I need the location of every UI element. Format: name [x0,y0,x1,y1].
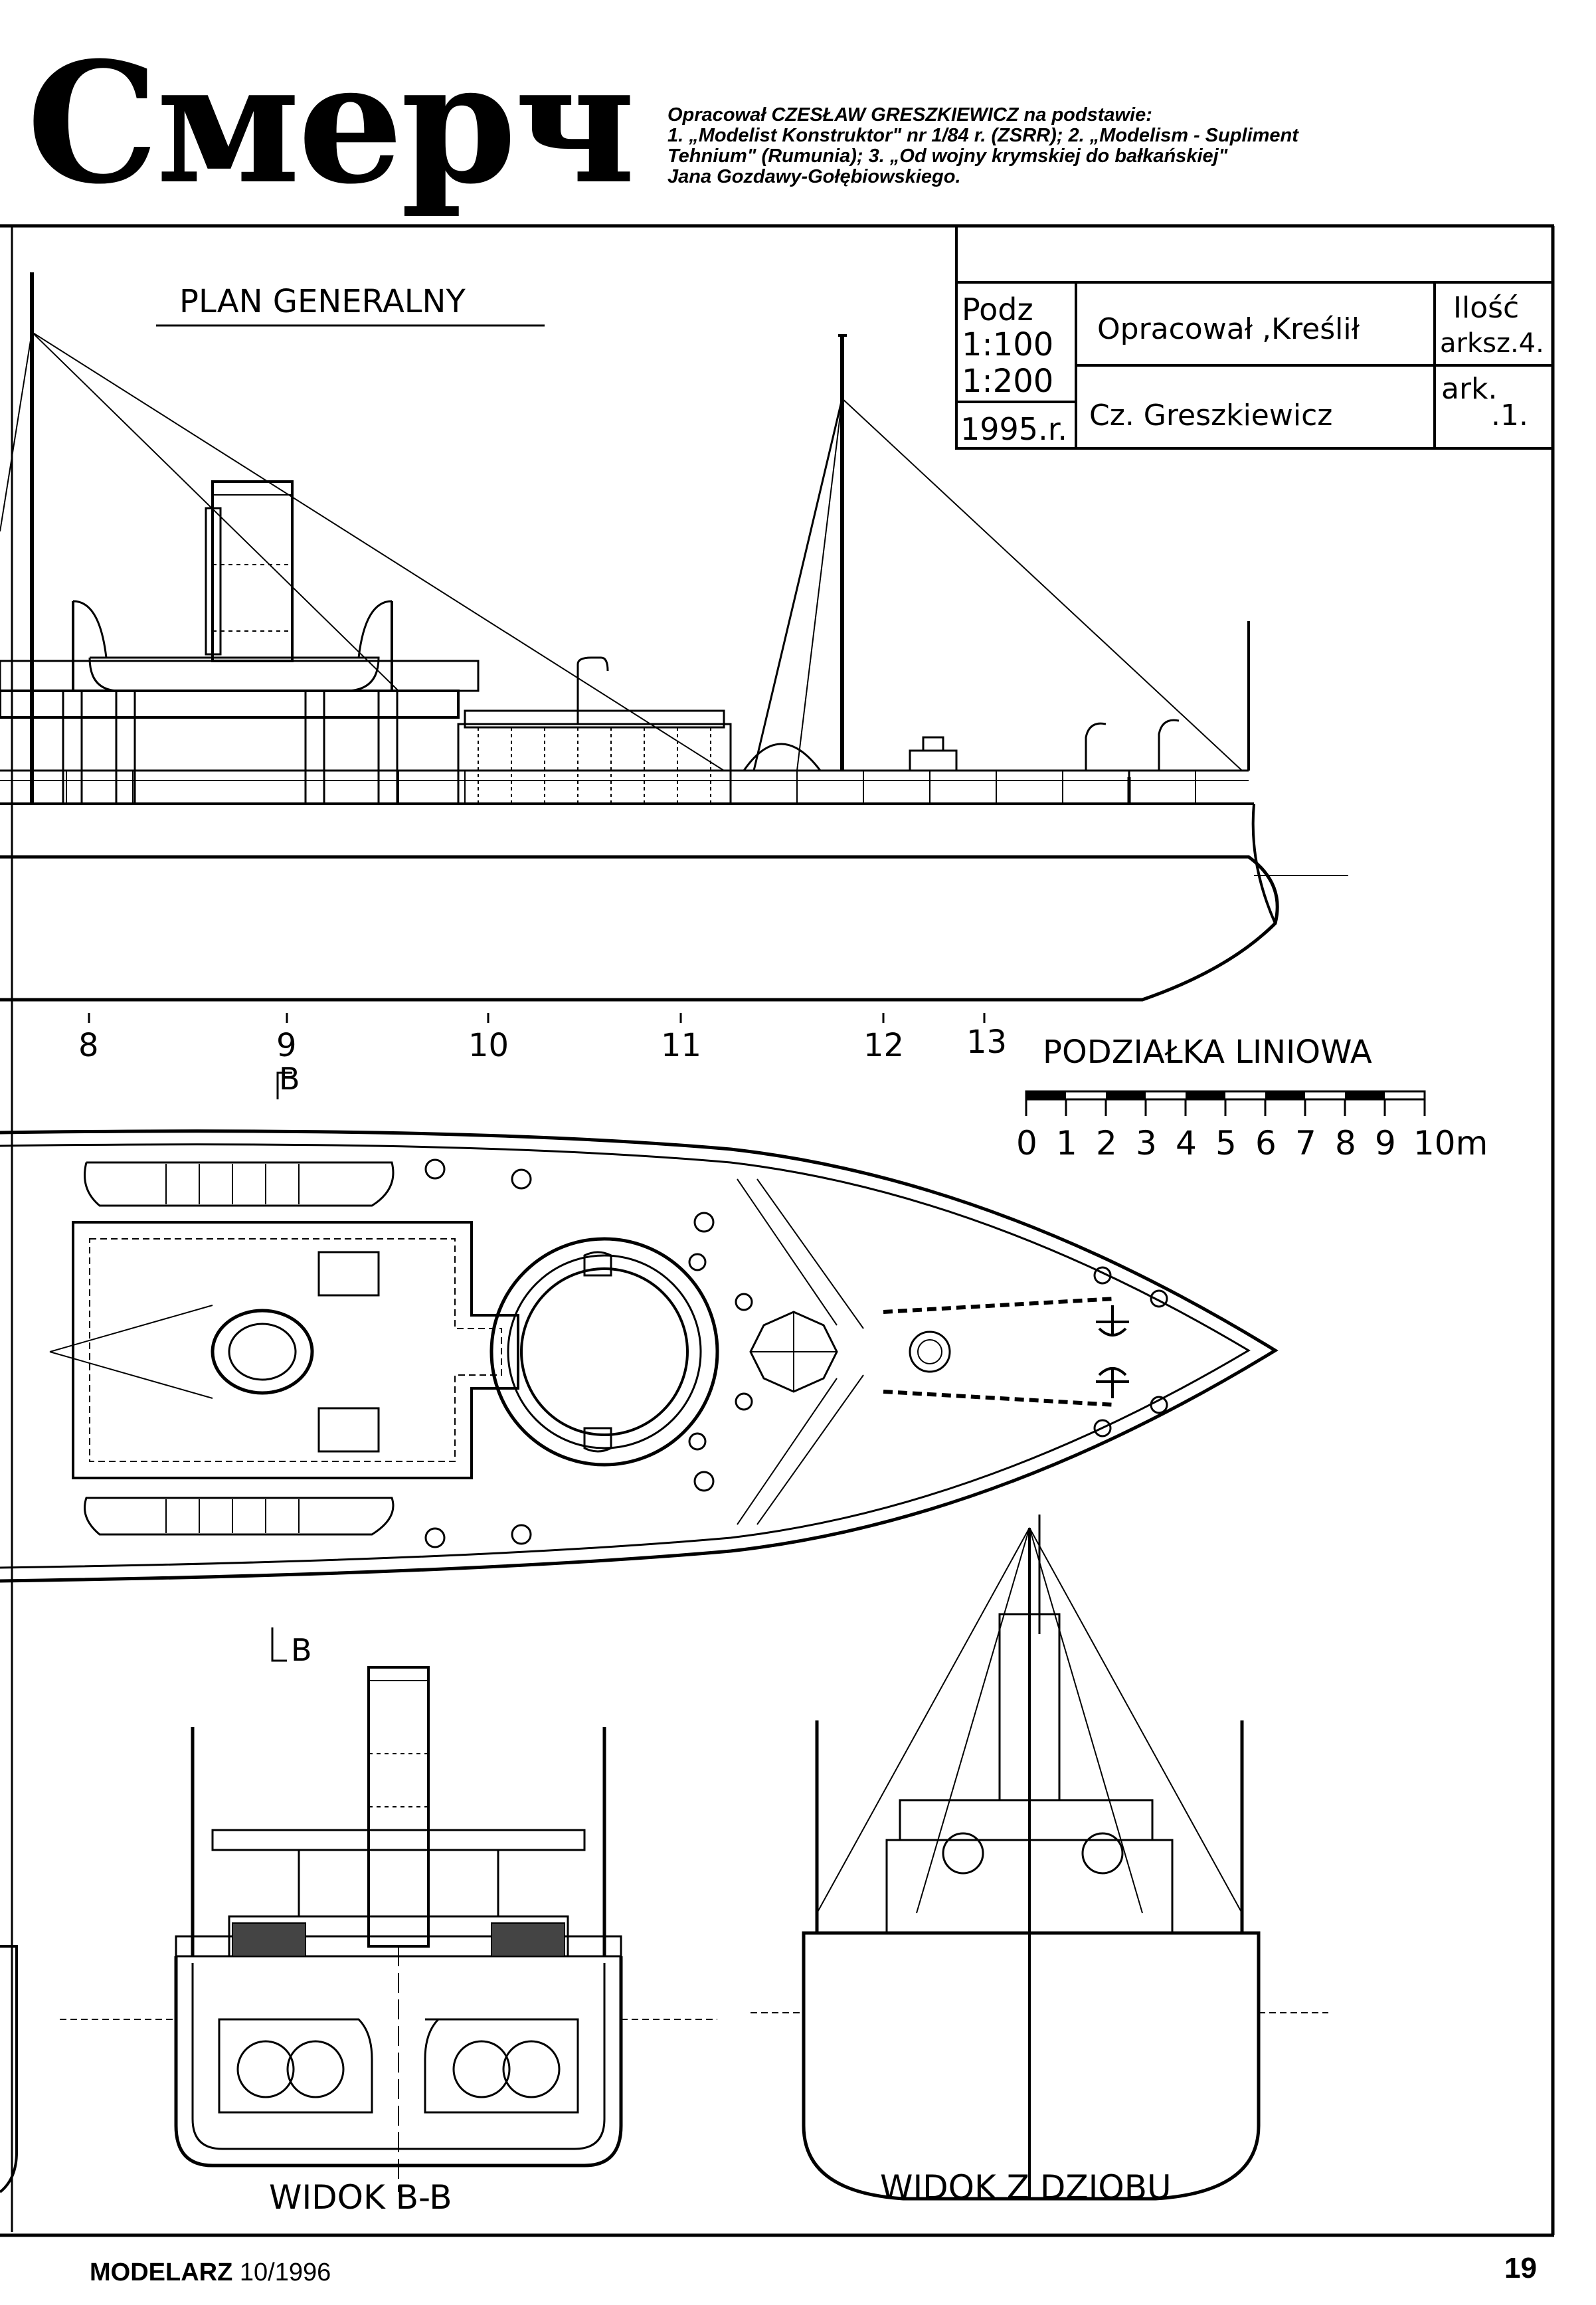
scale-tick-label: 6 [1255,1124,1277,1162]
view-bb-label: WIDOK B-B [269,2178,452,2217]
issue-number: 10/1996 [239,2259,331,2286]
frame-number: 13 [966,1024,1007,1061]
view-bb [60,1666,717,2192]
credits-line: 1. „Modelist Konstruktor" nr 1/84 r. (ZS… [667,125,1298,146]
linear-scale-bar [1025,1090,1426,1116]
drawing-year: 1995.r. [960,411,1067,447]
view-bow-label: WIDOK Z DZIOBU [880,2168,1172,2207]
frame-number: 9 [276,1027,297,1064]
scale-tick-label: 0 [1016,1124,1037,1162]
title-block-text: Podz 1:100 1:200 1995.r. Opracował ,Kreś… [960,291,1544,447]
frame-ticks [88,1013,986,1023]
scale-label: Podz [962,292,1033,327]
scale-tick-label: 8 [1335,1124,1356,1162]
section-mark-upper: B [279,1061,300,1097]
prepared-label: Opracował ,Kreślił [1097,312,1360,346]
scale-tick-label: 1 [1056,1124,1077,1162]
magazine-name: MODELARZ [90,2259,233,2286]
frame-number: 12 [863,1027,904,1064]
sheet-label: ark. [1441,372,1498,406]
scale-tick-label: 10m [1413,1124,1488,1162]
scale-tick-label: 2 [1096,1124,1117,1162]
frame-number: 8 [78,1027,99,1064]
frame-number: 10 [468,1027,509,1064]
sheet-count: arksz.4. [1440,328,1544,359]
side-elevation [0,272,1348,1002]
scale-bar-ticks: 0 1 2 3 4 5 6 7 8 9 10m [1016,1124,1488,1162]
page-title: Смерч [27,25,636,221]
sheet-count-label: Ilość [1453,291,1519,325]
view-bow [751,1515,1328,2201]
frame-number: 11 [661,1027,701,1064]
scale-tick-label: 9 [1375,1124,1396,1162]
author-name: Cz. Greszkiewicz [1089,399,1332,432]
scale-tick-label: 4 [1176,1124,1197,1162]
plan-title: PLAN GENERALNY [179,283,466,320]
scale-2: 1:200 [962,363,1053,400]
scale-tick-label: 3 [1136,1124,1157,1162]
credits-line: Tehnium" (Rumunia); 3. „Od wojny krymski… [667,145,1228,167]
scale-1: 1:100 [962,326,1053,363]
scale-tick-label: 5 [1215,1124,1237,1162]
section-mark-lower: B [291,1632,312,1668]
magazine-footer: MODELARZ 10/1996 [90,2259,331,2287]
credits-line: Opracował CZESŁAW GRESZKIEWICZ na podsta… [667,104,1152,126]
scale-bar-title: PODZIAŁKA LINIOWA [1043,1034,1372,1071]
page-number: 19 [1504,2252,1537,2284]
title-block [955,281,1554,450]
scale-tick-label: 7 [1295,1124,1316,1162]
frame-numbers: 8 9 10 11 12 13 [78,1024,1007,1064]
sheet-number: .1. [1491,399,1528,432]
deck-plan [0,1129,1279,1583]
credits-line: Jana Gozdawy-Gołębiowskiego. [667,166,961,187]
credits-text: Opracował CZESŁAW GRESZKIEWICZ na podsta… [667,105,1531,187]
